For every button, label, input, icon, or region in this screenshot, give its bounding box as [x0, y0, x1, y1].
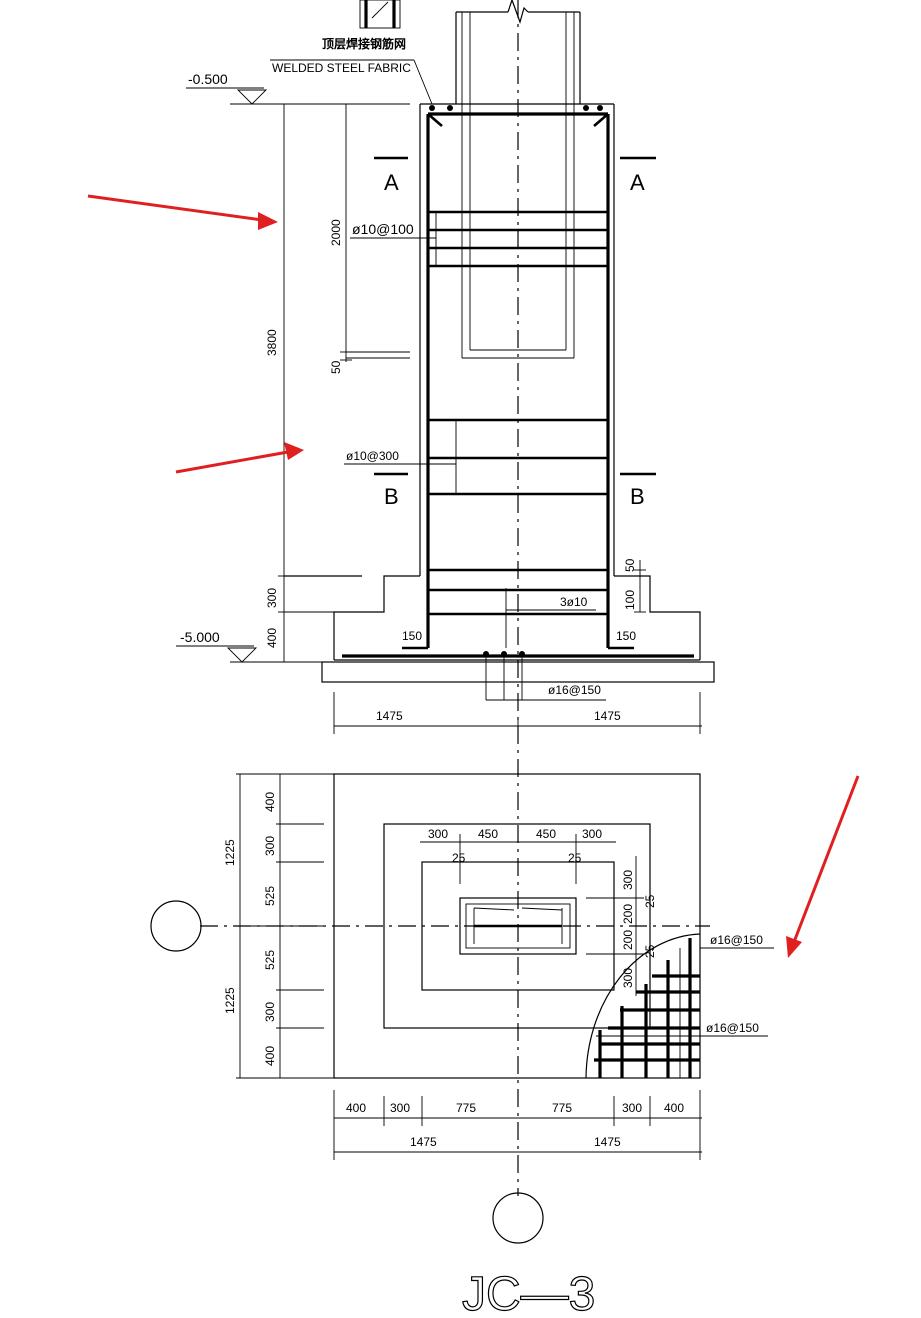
- plan-bottom-dims: 400 300 775 775 300 400 1475 1475: [333, 1090, 702, 1160]
- plan-bottom-dim-4: 775: [552, 1101, 572, 1115]
- plan-right-dim-4: 300: [621, 968, 635, 988]
- dim-3800: 3800: [265, 329, 279, 356]
- plan-right-25-bottom: 25: [643, 944, 657, 958]
- dim-300: 300: [265, 588, 279, 608]
- plan-top-dim-4: 300: [582, 827, 602, 841]
- plan-top-dim-2: 450: [478, 827, 498, 841]
- dim-right-50: 50: [623, 558, 637, 572]
- bar-3-label: 3ø10: [560, 595, 588, 609]
- plan-bottom-total-2: 1475: [594, 1135, 621, 1149]
- section-a-left: A: [384, 170, 399, 195]
- section-markers: A A B B: [374, 156, 656, 509]
- plan-right-dim-2: 200: [621, 904, 635, 924]
- arrow-3-head: [786, 936, 802, 958]
- dimension-right-step: 50 100: [623, 558, 646, 613]
- plan-left-dim-6: 400: [263, 1046, 277, 1066]
- arrow-1-head: [258, 212, 278, 230]
- plan-bar-label-2: ø16@150: [706, 1021, 759, 1035]
- plan-left-total-2: 1225: [223, 987, 237, 1014]
- column-stub: [455, 0, 581, 359]
- plan-bottom-dim-2: 300: [390, 1101, 410, 1115]
- axis-bubble-left: [150, 900, 202, 952]
- drawing-title: JC—3: [462, 1268, 595, 1318]
- fabric-symbol-icon: [359, 0, 401, 29]
- hook-right-label: 150: [616, 629, 636, 643]
- plan-right-25-top: 25: [643, 894, 657, 908]
- stirrup-dense-label: ø10@100: [352, 221, 414, 237]
- plan-bottom-dim-6: 400: [664, 1101, 684, 1115]
- section-b-right: B: [630, 484, 645, 509]
- plan-bar-label-1: ø16@150: [710, 933, 763, 947]
- bar-3-label-group: 3ø10: [505, 588, 596, 648]
- annotation-arrows: [87, 194, 860, 958]
- plan-bottom-dim-5: 300: [622, 1101, 642, 1115]
- dim-2000: 2000: [329, 219, 343, 246]
- stirrup-sparse-label: ø10@300: [346, 449, 399, 463]
- section-b-left: B: [384, 484, 399, 509]
- plan-right-dim-1: 300: [621, 870, 635, 890]
- plan-top-25-left: 25: [452, 851, 466, 865]
- step-outline: [383, 823, 651, 1029]
- elevation-top-label: -0.500: [188, 71, 228, 87]
- plan-left-dims: 400 300 525 525 300 400 1225 1225: [223, 773, 334, 1079]
- plan-left-dim-3: 525: [263, 886, 277, 906]
- dim-right-100: 100: [623, 590, 637, 610]
- plan-left-dim-1: 400: [263, 792, 277, 812]
- plan-view: 400 300 525 525 300 400 1225 1225 300 45…: [150, 773, 774, 1244]
- dim-50: 50: [329, 360, 343, 374]
- plan-top-dim-3: 450: [536, 827, 556, 841]
- rebar-grid-detail: [585, 933, 701, 1079]
- plan-bottom-dim-1: 400: [346, 1101, 366, 1115]
- plan-left-total-1: 1225: [223, 839, 237, 866]
- plan-right-dims: 300 200 200 300 25 25: [586, 856, 657, 996]
- fabric-label-cn: 顶层焊接钢筋网: [322, 36, 406, 51]
- elevation-view: 顶层焊接钢筋网 WELDED STEEL FABRIC -0.500: [176, 0, 715, 734]
- section-a-right: A: [630, 170, 645, 195]
- plan-bottom-total-1: 1475: [410, 1135, 437, 1149]
- dimension-stirrup-zone: 2000 50: [329, 103, 410, 374]
- fabric-label-en: WELDED STEEL FABRIC: [272, 61, 411, 75]
- plan-top-dims: 300 450 450 300 25 25: [420, 827, 616, 884]
- arrow-2-head: [284, 442, 304, 460]
- plan-bottom-dim-3: 775: [456, 1101, 476, 1115]
- elevation-marker-bottom: -5.000: [176, 629, 322, 663]
- plan-left-dim-2: 300: [263, 836, 277, 856]
- elev-dim-left: 1475: [376, 709, 403, 723]
- elevation-marker-top: -0.500: [186, 71, 410, 105]
- axis-bubble-bottom: [492, 1192, 544, 1244]
- plan-left-dim-4: 525: [263, 950, 277, 970]
- hook-left-label: 150: [402, 629, 422, 643]
- base-slab: ø16@150: [321, 651, 715, 701]
- bottom-bar-label: ø16@150: [548, 683, 601, 697]
- dim-400: 400: [265, 628, 279, 648]
- plan-left-dim-5: 300: [263, 1002, 277, 1022]
- plan-top-dim-1: 300: [428, 827, 448, 841]
- plan-top-25-right: 25: [568, 851, 582, 865]
- plan-right-dim-3: 200: [621, 930, 635, 950]
- elev-dim-right: 1475: [594, 709, 621, 723]
- elevation-bottom-label: -5.000: [180, 629, 220, 645]
- dimension-left-vertical: 3800 300 400: [265, 103, 334, 663]
